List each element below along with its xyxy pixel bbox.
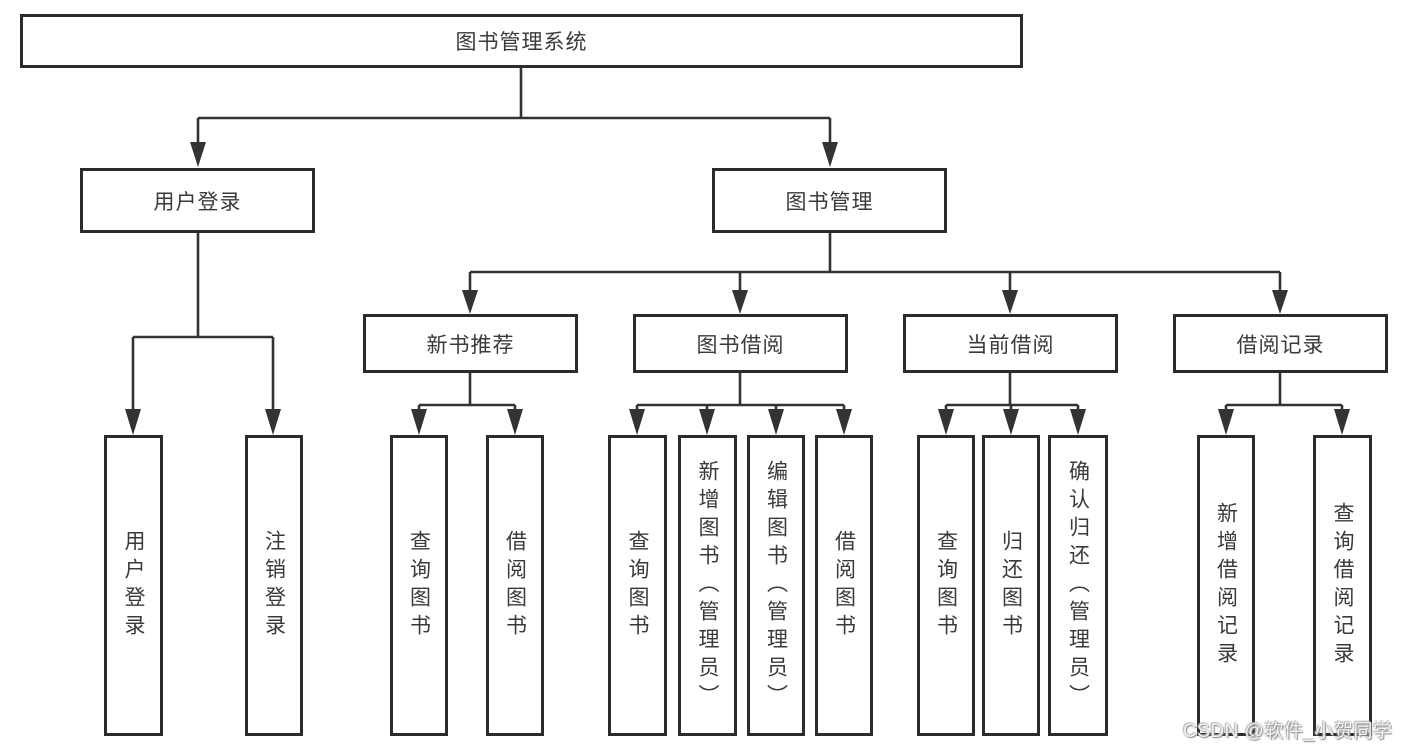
leaf-add-borrow-record: 新增借阅记录 xyxy=(1197,435,1255,736)
leaf-borrow-books-recommend: 借阅图书 xyxy=(486,435,544,736)
leaf-borrow-books: 借阅图书 xyxy=(815,435,873,736)
leaf-return-book: 归还图书 xyxy=(982,435,1040,736)
node-user-login: 用户登录 xyxy=(80,168,315,233)
leaf-logout: 注销登录 xyxy=(245,435,303,736)
node-new-book-recommend: 新书推荐 xyxy=(363,314,578,373)
leaf-user-login: 用户登录 xyxy=(104,435,163,736)
node-book-management: 图书管理 xyxy=(712,168,947,233)
csdn-watermark: CSDN @软件_小贺同学 xyxy=(1183,721,1393,742)
leaf-add-book-admin: 新增图书（管理员） xyxy=(678,435,737,736)
node-book-borrow: 图书借阅 xyxy=(633,314,848,373)
leaf-query-borrow-record: 查询借阅记录 xyxy=(1313,435,1372,736)
leaf-edit-book-admin: 编辑图书（管理员） xyxy=(747,435,805,736)
leaf-confirm-return-admin: 确认归还（管理员） xyxy=(1048,435,1108,736)
leaf-query-books-current: 查询图书 xyxy=(917,435,975,736)
node-borrow-records: 借阅记录 xyxy=(1173,314,1388,373)
node-current-borrow: 当前借阅 xyxy=(903,314,1118,373)
leaf-query-books-borrow: 查询图书 xyxy=(608,435,667,736)
node-root: 图书管理系统 xyxy=(20,14,1023,68)
leaf-query-books-recommend: 查询图书 xyxy=(390,435,448,736)
